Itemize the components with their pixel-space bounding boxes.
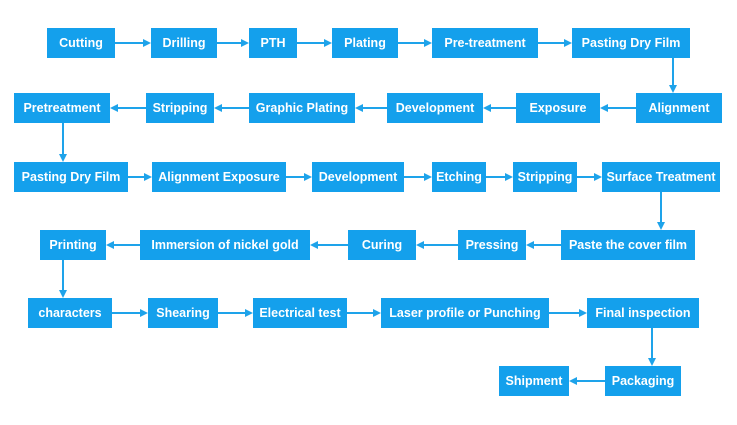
step-stripping-2: Stripping: [513, 162, 577, 192]
step-stripping-1: Stripping: [146, 93, 214, 123]
step-pre-treatment: Pre-treatment: [432, 28, 538, 58]
step-exposure: Exposure: [516, 93, 600, 123]
flow-arrow-15: [404, 173, 432, 181]
flow-arrow-14: [286, 173, 312, 181]
flow-arrow-22: [106, 241, 140, 249]
step-surface-treatment: Surface Treatment: [602, 162, 720, 192]
step-laser-profile-punching: Laser profile or Punching: [381, 298, 549, 328]
flow-arrow-9: [355, 104, 387, 112]
step-plating: Plating: [332, 28, 398, 58]
step-printing: Printing: [40, 230, 106, 260]
flow-arrow-7: [600, 104, 636, 112]
step-pth: PTH: [249, 28, 297, 58]
step-drilling: Drilling: [151, 28, 217, 58]
flow-arrow-12: [59, 123, 67, 162]
flow-arrow-21: [310, 241, 348, 249]
step-electrical-test: Electrical test: [253, 298, 347, 328]
step-alignment: Alignment: [636, 93, 722, 123]
flow-arrow-6: [669, 58, 677, 93]
step-immersion-nickel-gold: Immersion of nickel gold: [140, 230, 310, 260]
flow-arrow-18: [657, 192, 665, 230]
flow-arrow-20: [416, 241, 458, 249]
step-pasting-dry-film-1: Pasting Dry Film: [572, 28, 690, 58]
flow-arrow-13: [128, 173, 152, 181]
flow-arrow-2: [217, 39, 249, 47]
flow-arrow-26: [347, 309, 381, 317]
flow-arrow-27: [549, 309, 587, 317]
flow-arrow-10: [214, 104, 249, 112]
flow-arrow-1: [115, 39, 151, 47]
flow-arrow-8: [483, 104, 516, 112]
flow-arrow-23: [59, 260, 67, 298]
step-etching: Etching: [432, 162, 486, 192]
step-shipment: Shipment: [499, 366, 569, 396]
step-development-1: Development: [387, 93, 483, 123]
flow-arrow-29: [569, 377, 605, 385]
step-alignment-exposure: Alignment Exposure: [152, 162, 286, 192]
step-shearing: Shearing: [148, 298, 218, 328]
flow-arrow-11: [110, 104, 146, 112]
step-final-inspection: Final inspection: [587, 298, 699, 328]
flow-arrow-16: [486, 173, 513, 181]
flow-arrow-24: [112, 309, 148, 317]
flow-arrow-19: [526, 241, 561, 249]
step-pasting-dry-film-2: Pasting Dry Film: [14, 162, 128, 192]
step-cutting: Cutting: [47, 28, 115, 58]
flow-arrow-17: [577, 173, 602, 181]
step-pretreatment: Pretreatment: [14, 93, 110, 123]
step-paste-cover-film: Paste the cover film: [561, 230, 695, 260]
flow-arrow-25: [218, 309, 253, 317]
step-curing: Curing: [348, 230, 416, 260]
flow-arrow-5: [538, 39, 572, 47]
flow-arrow-3: [297, 39, 332, 47]
flow-arrow-4: [398, 39, 432, 47]
step-packaging: Packaging: [605, 366, 681, 396]
step-pressing: Pressing: [458, 230, 526, 260]
step-characters: characters: [28, 298, 112, 328]
step-development-2: Development: [312, 162, 404, 192]
step-graphic-plating: Graphic Plating: [249, 93, 355, 123]
flow-arrow-28: [648, 328, 656, 366]
